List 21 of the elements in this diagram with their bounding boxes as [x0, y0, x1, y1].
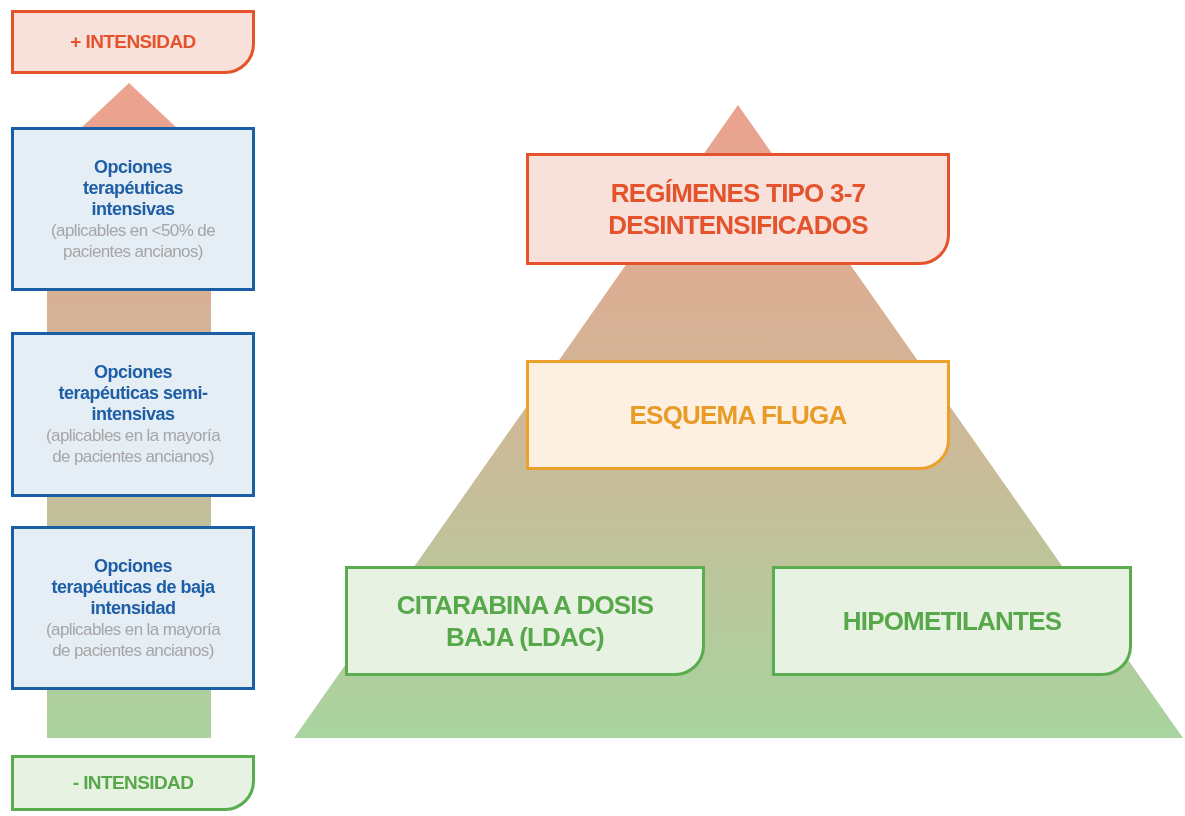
option-box [11, 332, 255, 497]
intensity-tag [11, 10, 255, 74]
option-heading: Opciones terapéuticas semi-intensivas [57, 362, 209, 425]
intensity-tag [11, 755, 255, 811]
tier-label: CITARABINA A DOSIS BAJA (LDAC) [395, 589, 655, 653]
tier-box [526, 360, 950, 470]
tier-box [526, 153, 950, 265]
option-heading: Opciones terapéuticas de baja intensidad [50, 555, 216, 619]
option-heading: Opciones terapéuticas intensivas [81, 156, 185, 220]
tier-box [345, 566, 705, 676]
option-note: (aplicables en la mayoría de pacientes ancianos) [45, 618, 222, 661]
option-note: (aplicables en <50% de pacientes ancianos) [50, 219, 216, 262]
tier-label: ESQUEMA FLUGA [629, 399, 847, 431]
tag-label: - INTENSIDAD [72, 772, 194, 794]
tier-box [772, 566, 1132, 676]
tier-label: HIPOMETILANTES [842, 605, 1062, 637]
option-note: (aplicables en la mayoría de pacientes ancianos) [45, 425, 222, 467]
tag-label: + INTENSIDAD [70, 31, 196, 53]
option-box [11, 127, 255, 291]
tier-label: REGÍMENES TIPO 3-7 DESINTENSIFICADOS [607, 177, 869, 241]
option-box [11, 526, 255, 690]
